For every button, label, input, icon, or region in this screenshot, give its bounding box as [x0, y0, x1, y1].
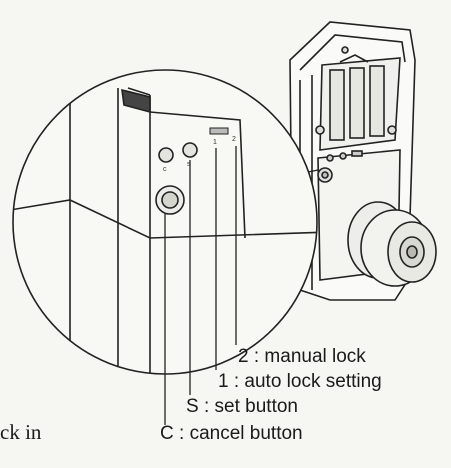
- callout-key: 1: [218, 371, 229, 392]
- callout-key: C: [160, 423, 174, 444]
- callout-sep: :: [248, 346, 265, 367]
- mark-2: 2: [232, 136, 236, 143]
- callout-sep: :: [228, 371, 245, 392]
- mark-s: s: [187, 161, 191, 168]
- callout-text: cancel button: [189, 423, 303, 444]
- lock-body: [289, 21, 416, 301]
- magnified-panel: c s 1 2: [12, 69, 318, 375]
- callout-text: auto lock setting: [244, 371, 382, 392]
- mark-c: c: [163, 166, 167, 173]
- callout-text: set button: [214, 396, 298, 417]
- callout-cancel-button: C : cancel button: [160, 423, 303, 445]
- door-knob: [347, 201, 437, 287]
- callout-set-button: S : set button: [186, 396, 298, 418]
- callout-sep: :: [198, 396, 215, 417]
- page-text-fragment: ck in: [0, 420, 42, 444]
- callout-auto-lock-setting: 1 : auto lock setting: [218, 371, 382, 393]
- mark-1: 1: [213, 139, 217, 146]
- callout-text: manual lock: [264, 346, 366, 367]
- callout-manual-lock: 2 : manual lock: [238, 346, 366, 368]
- leader-lines: [164, 146, 237, 425]
- callout-key: S: [186, 396, 199, 417]
- callout-sep: :: [173, 423, 190, 444]
- callout-key: 2: [238, 346, 249, 367]
